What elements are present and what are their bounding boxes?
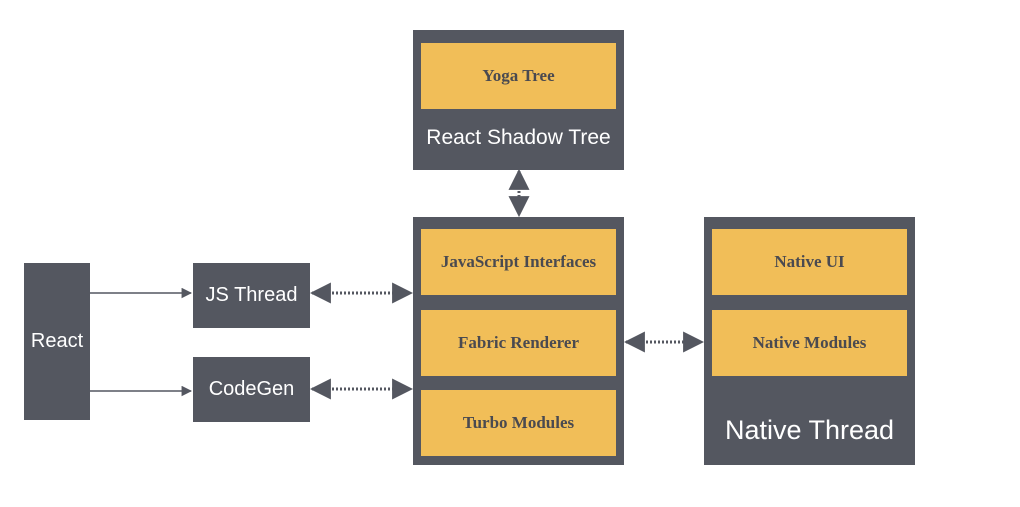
- fabric-renderer-cell: Fabric Renderer: [421, 310, 616, 376]
- react-node: React: [24, 263, 90, 420]
- react-label: React: [30, 330, 84, 352]
- core-node: JavaScript Interfaces Fabric Renderer Tu…: [413, 217, 624, 465]
- native-modules-label: Native Modules: [752, 333, 867, 352]
- turbo-modules-label: Turbo Modules: [462, 413, 575, 432]
- native-thread-title: Native Thread: [724, 415, 895, 445]
- js-interfaces-label: JavaScript Interfaces: [440, 252, 597, 271]
- js-thread-label: JS Thread: [205, 284, 298, 306]
- shadow-tree-title: React Shadow Tree: [426, 126, 611, 149]
- turbo-modules-cell: Turbo Modules: [421, 390, 616, 456]
- native-thread-node: Native UI Native Modules Native Thread: [704, 217, 915, 465]
- codegen-label: CodeGen: [208, 378, 295, 400]
- fabric-renderer-label: Fabric Renderer: [457, 333, 579, 352]
- yoga-tree-label: Yoga Tree: [482, 66, 555, 85]
- native-ui-label: Native UI: [774, 252, 845, 271]
- codegen-node: CodeGen: [193, 357, 310, 422]
- js-thread-node: JS Thread: [193, 263, 310, 328]
- yoga-tree-cell: Yoga Tree: [421, 43, 616, 109]
- native-modules-cell: Native Modules: [712, 310, 907, 376]
- js-interfaces-cell: JavaScript Interfaces: [421, 229, 616, 295]
- shadow-tree-node: Yoga Tree React Shadow Tree: [413, 30, 624, 170]
- native-ui-cell: Native UI: [712, 229, 907, 295]
